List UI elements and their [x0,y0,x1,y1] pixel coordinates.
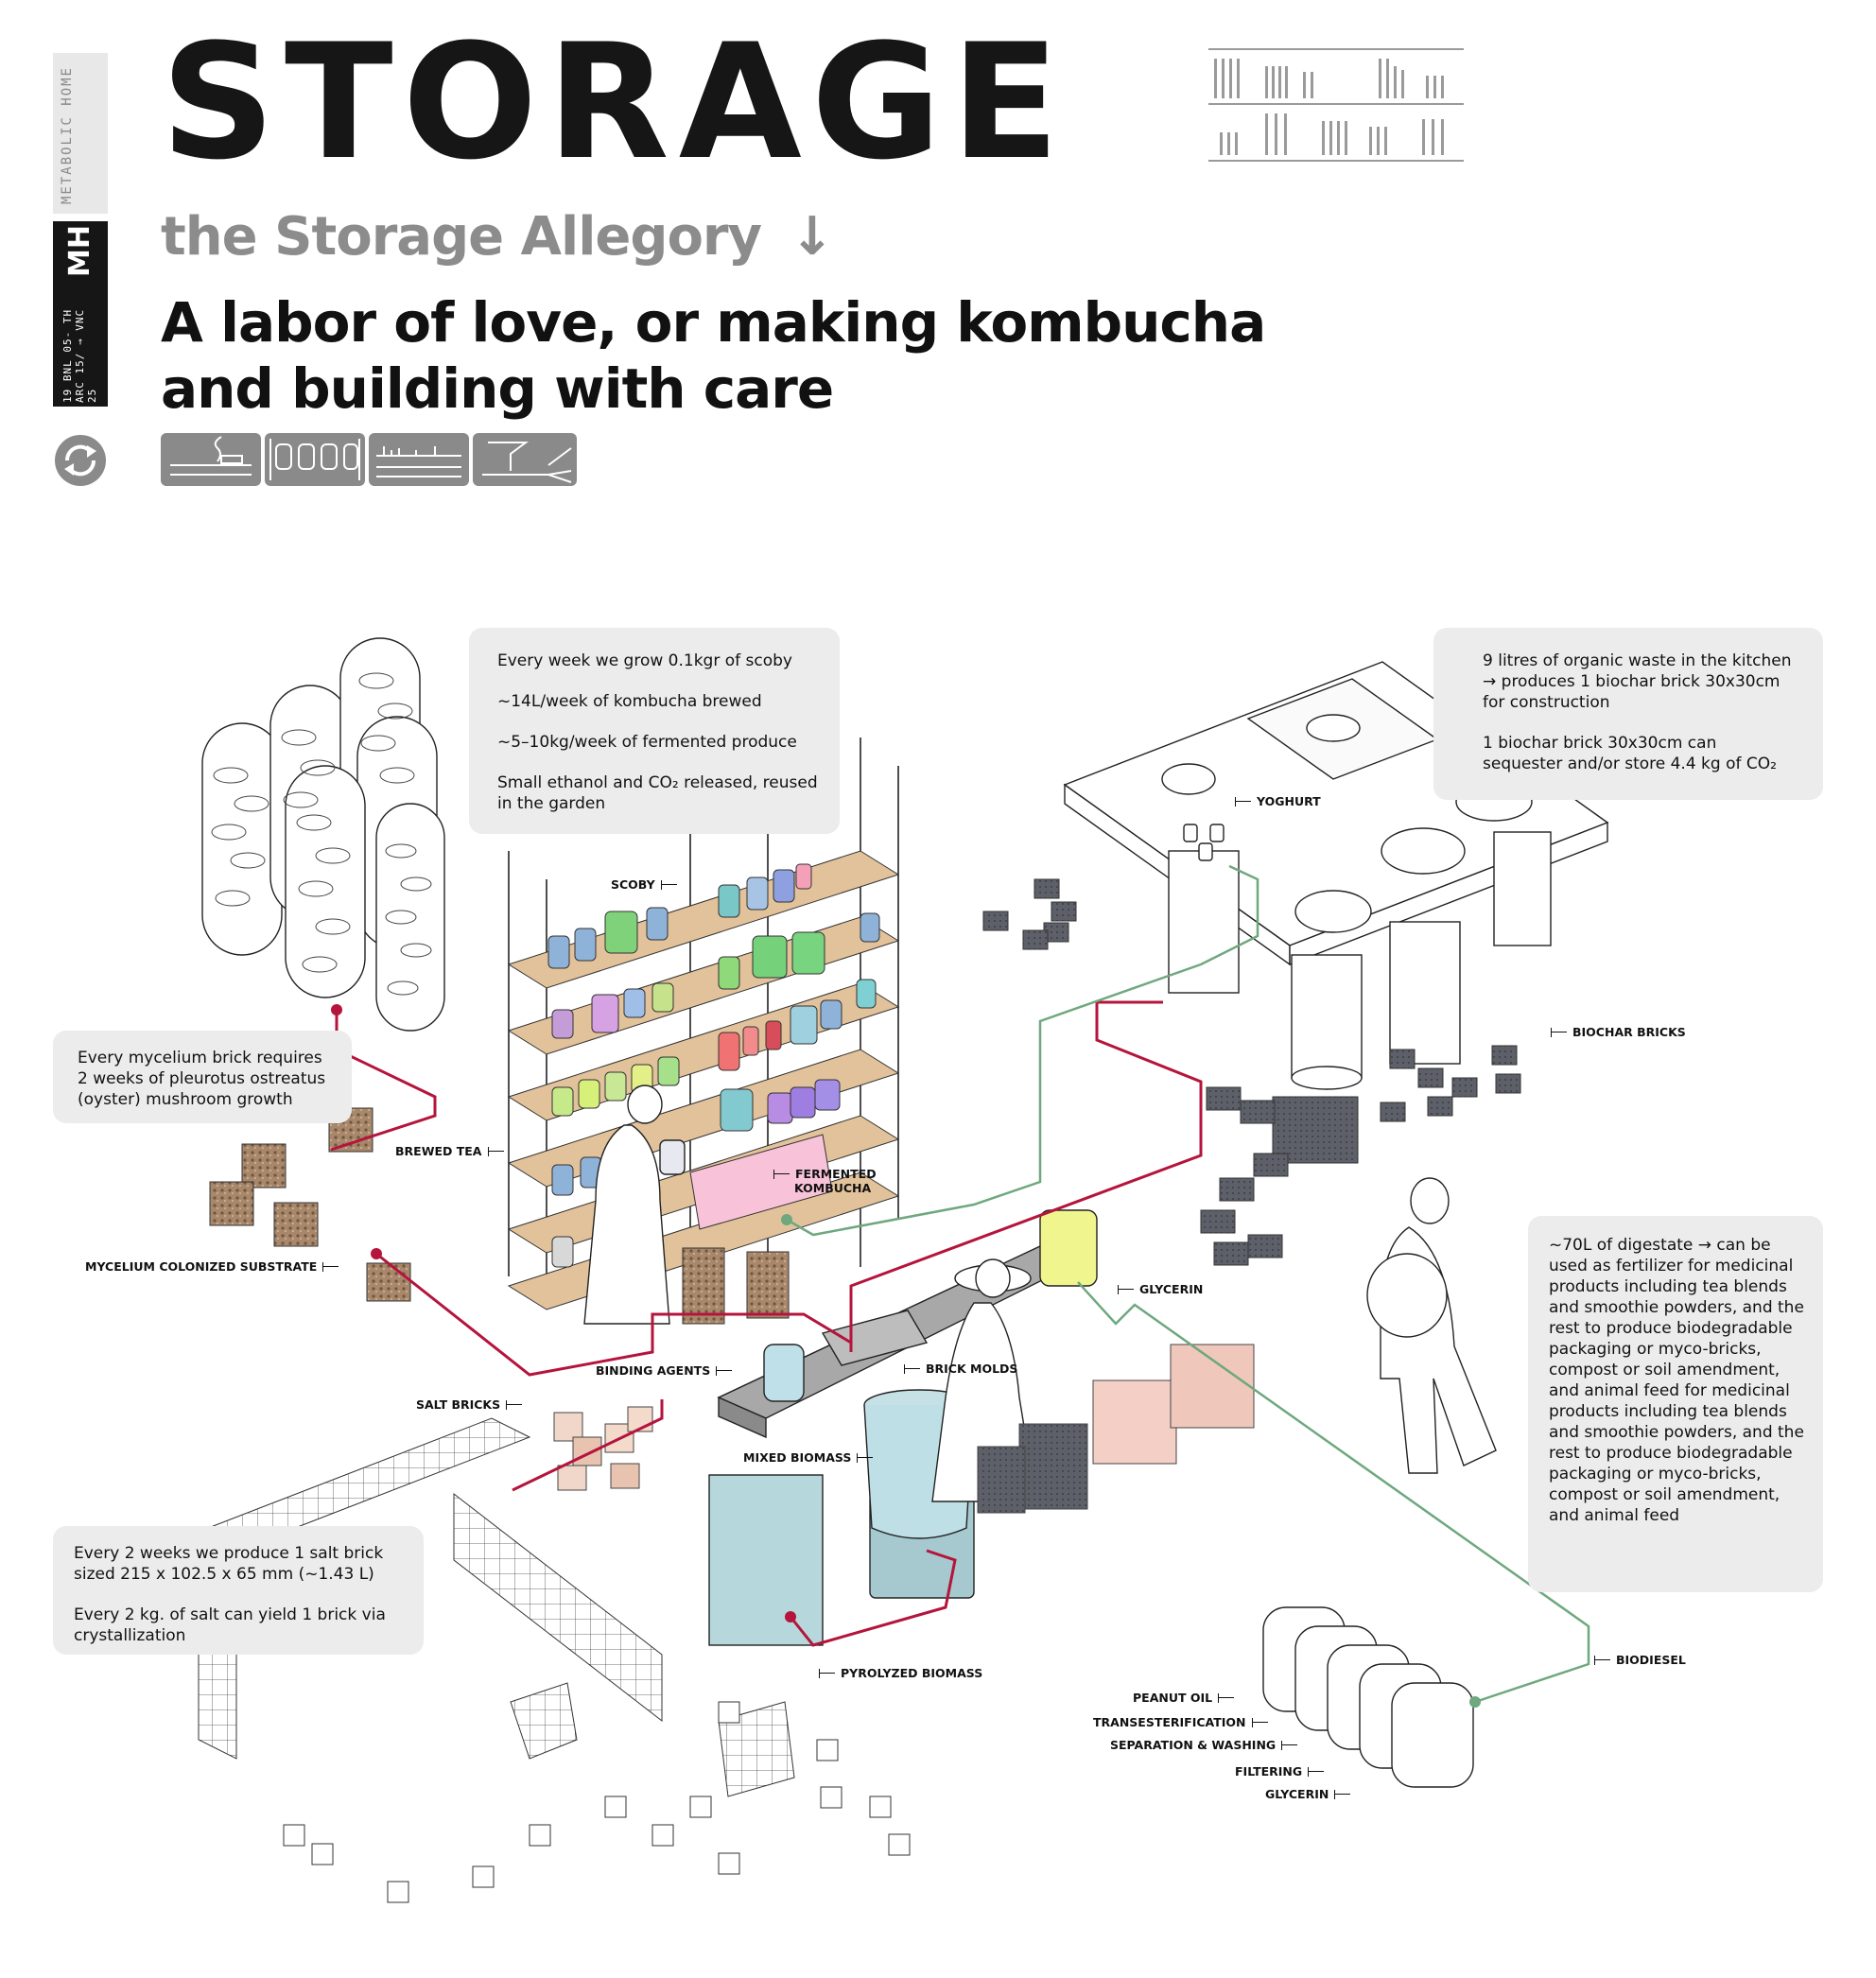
scattered-cubes [283,1701,911,1903]
callout-line: 9 litres of organic waste in the kitchen… [1483,651,1792,712]
mushroom-grow-tubes [201,637,445,1032]
label-brewed-tea: BREWED TEA [395,1144,504,1158]
scoby-callout: Every week we grow 0.1kgr of scoby ~14L/… [469,628,840,834]
process-icon-strip [161,433,577,486]
headline-line-1: A labor of love, or making kombucha [161,290,1266,355]
flow-nodes-red [331,1004,796,1622]
biochar-bricks [982,878,1521,1266]
mycelium-callout: Every mycelium brick requires 2 weeks of… [53,1031,352,1123]
label-scoby: SCOBY [611,877,677,892]
label-transesterification: TRANSESTERIFICATION [1093,1715,1268,1729]
tag-code: 19 BNL 05- TH ARC 15/ → VNC 25 [61,308,98,403]
callout-line: Every 2 weeks we produce 1 salt brick si… [74,1544,384,1584]
pink-brick-stacks [977,1344,1255,1514]
section-subtitle: the Storage Allegory ↓ [161,206,835,268]
callout-line: Small ethanol and CO₂ released, reused i… [497,773,818,813]
headline: A labor of love, or making kombucha and … [161,289,1295,422]
label-filtering: FILTERING [1235,1764,1325,1778]
flow-nodes-green [781,1214,1481,1708]
mh-logo: MH [62,225,96,277]
label-yoghurt: YOGHURT [1235,794,1321,808]
salt-bricks-pile [553,1406,653,1491]
label-pyrolyzed-biomass: PYROLYZED BIOMASS [819,1666,982,1680]
jars-icon [265,433,365,486]
callout-line: ~5–10kg/week of fermented produce [497,733,797,752]
salt-callout: Every 2 weeks we produce 1 salt brick si… [53,1526,424,1655]
label-biochar-bricks: BIOCHAR BRICKS [1551,1025,1686,1039]
label-binding-agents: BINDING AGENTS [596,1363,733,1378]
storage-illustration [197,637,1609,1903]
stove-icon [161,433,261,486]
label-glycerin: GLYCERIN [1118,1282,1203,1296]
label-separation-washing: SEPARATION & WASHING [1110,1738,1298,1752]
subtitle-text: the Storage Allegory [161,206,762,268]
callout-line: Every 2 kg. of salt can yield 1 brick vi… [74,1605,386,1645]
biodiesel-tanks [1262,1606,1474,1788]
page-title: STORAGE [161,9,1069,195]
shelf-icon [369,433,469,486]
callout-line: ~14L/week of kombucha brewed [497,692,762,711]
funnel-icon [473,433,577,486]
meta-label: METABOLIC HOME [60,66,75,205]
man-carrying-sack [1366,1177,1497,1474]
label-fermented-kombucha: FERMENTED KOMBUCHA [773,1167,877,1195]
biochar-callout: 9 litres of organic waste in the kitchen… [1433,628,1823,800]
work-counter [708,1209,1098,1646]
label-salt-bricks: SALT BRICKS [416,1397,523,1412]
label-peanut-oil: PEANUT OIL [1133,1691,1235,1705]
project-tag-block: MH 19 BNL 05- TH ARC 15/ → VNC 25 [53,221,108,407]
callout-line: Every mycelium brick requires 2 weeks of… [78,1049,326,1109]
salt-brick-wall [197,1417,795,1797]
barcode-glyph-icon [1208,48,1464,162]
down-arrow-icon: ↓ [790,206,835,268]
label-mycelium-substrate: MYCELIUM COLONIZED SUBSTRATE [85,1259,339,1274]
label-glycerin-2: GLYCERIN [1265,1787,1351,1801]
callout-line: 1 biochar brick 30x30cm can sequester an… [1483,734,1777,773]
digestate-callout: ~70L of digestate → can be used as ferti… [1528,1216,1823,1592]
label-biodiesel: BIODIESEL [1594,1653,1686,1667]
label-brick-molds: BRICK MOLDS [904,1362,1017,1376]
callout-line: ~70L of digestate → can be used as ferti… [1549,1236,1804,1525]
person-at-shelf [583,1084,686,1325]
callout-line: Every week we grow 0.1kgr of scoby [497,651,792,670]
recycle-icon [55,435,106,486]
mycelium-bricks [209,1107,790,1325]
label-mixed-biomass: MIXED BIOMASS [743,1450,874,1465]
green-flow-lines [786,864,1590,1704]
headline-line-2: and building with care [161,356,834,421]
sidebar-meta-block: METABOLIC HOME [53,53,108,214]
